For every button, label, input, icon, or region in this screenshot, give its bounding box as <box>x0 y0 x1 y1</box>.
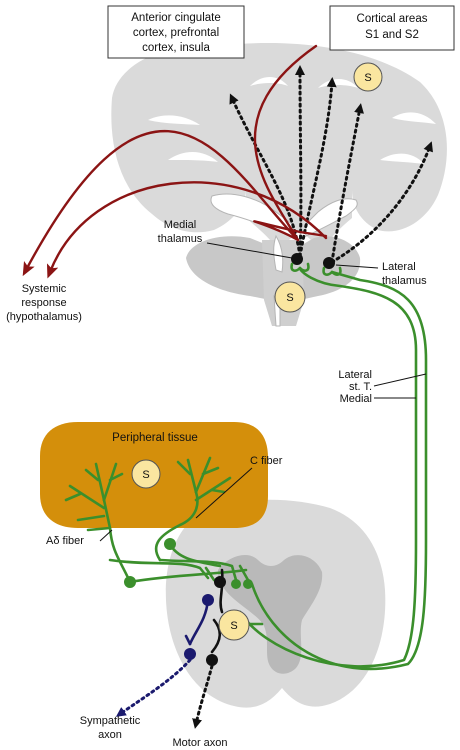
tract-label: Lateral st. T. Medial <box>338 369 427 405</box>
svg-text:Sympathetic: Sympathetic <box>80 715 141 727</box>
dorsal-horn-neurons <box>184 568 226 666</box>
thalamus-receptor-circle: S <box>274 281 306 313</box>
svg-text:axon: axon <box>98 729 122 741</box>
adelta-fiber-branches <box>64 462 132 584</box>
systemic-response-label: Systemic response (hypothalamus) <box>6 283 82 323</box>
c-fiber-label: C fiber <box>195 455 283 519</box>
svg-text:cortex, prefrontal: cortex, prefrontal <box>133 27 219 39</box>
lateral-thalamus-label: Lateral thalamus <box>382 261 427 287</box>
motor-axon-label: Motor axon <box>172 737 227 749</box>
affective-pathways <box>22 44 328 279</box>
motor-axon-path <box>192 664 214 729</box>
afferent-fibers <box>108 542 250 584</box>
svg-text:thalamus: thalamus <box>158 233 203 245</box>
cortical-areas-box: Cortical areas S1 and S2 <box>329 5 455 51</box>
svg-text:S1 and S2: S1 and S2 <box>365 29 419 41</box>
svg-text:st. T.: st. T. <box>349 381 372 393</box>
s1-s2-receptor-circle: S <box>353 62 383 92</box>
svg-text:C fiber: C fiber <box>250 455 283 467</box>
acc-prefrontal-box: Anterior cingulate cortex, prefrontal co… <box>107 5 245 59</box>
svg-text:Medial: Medial <box>164 219 196 231</box>
adelta-fiber-label: Aδ fiber <box>46 529 113 547</box>
svg-text:Medial: Medial <box>340 393 372 405</box>
sympathetic-axon-label: Sympathetic axon <box>80 715 141 741</box>
medial-thalamus-terminal <box>291 253 303 265</box>
svg-text:Aδ fiber: Aδ fiber <box>46 535 84 547</box>
peripheral-tissue: Peripheral tissue S <box>40 422 268 528</box>
svg-text:S: S <box>286 292 293 304</box>
svg-text:Lateral: Lateral <box>382 261 416 273</box>
spinal-s-circle: S <box>218 609 250 641</box>
spinal-cord-section <box>165 499 386 708</box>
medial-thalamus-label: Medial thalamus <box>158 219 203 245</box>
lateral-thalamus-terminal <box>323 257 335 269</box>
svg-text:Anterior cingulate: Anterior cingulate <box>131 12 221 24</box>
brain-coronal-section <box>111 43 447 327</box>
svg-text:S: S <box>142 469 149 481</box>
svg-text:S: S <box>230 620 237 632</box>
svg-text:Systemic: Systemic <box>22 283 67 295</box>
svg-text:S: S <box>364 72 371 84</box>
svg-text:Cortical areas: Cortical areas <box>357 13 428 25</box>
sympathetic-axon-path <box>115 658 192 717</box>
svg-text:cortex, insula: cortex, insula <box>142 42 210 54</box>
svg-text:Lateral: Lateral <box>338 369 372 381</box>
svg-text:thalamus: thalamus <box>382 275 427 287</box>
svg-text:(hypothalamus): (hypothalamus) <box>6 311 82 323</box>
c-fiber-branches <box>154 456 232 562</box>
peripheral-tissue-label: Peripheral tissue <box>112 432 198 444</box>
svg-text:response: response <box>21 297 66 309</box>
